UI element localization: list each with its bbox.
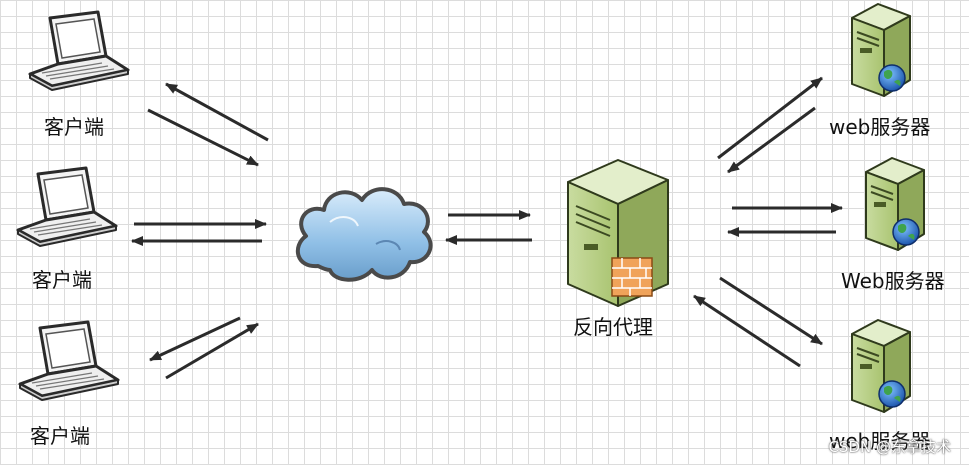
arrow-server3-to-proxy — [693, 294, 801, 368]
web-server-1-icon — [851, 3, 911, 97]
web-server-3-label: web服务器 — [829, 429, 931, 453]
arrow-client3-to-cloud — [165, 322, 259, 380]
web-server-1-label: web服务器 — [829, 115, 931, 139]
arrow-proxy-to-server3 — [719, 276, 823, 346]
web-server-3-icon — [851, 319, 911, 413]
reverse-proxy-label: 反向代理 — [573, 315, 653, 339]
web-server-2-label: Web服务器 — [841, 269, 945, 293]
watermark: CSDN @东拿技术 — [828, 438, 951, 456]
client-1-laptop-icon — [28, 10, 130, 92]
arrow-cloud-to-client3 — [149, 316, 241, 362]
arrow-server1-to-proxy — [727, 106, 816, 174]
client-2-laptop-icon — [16, 166, 118, 248]
internet-cloud-icon — [295, 187, 433, 282]
arrow-client1-to-cloud — [147, 108, 259, 167]
client-3-laptop-icon — [18, 320, 120, 402]
client-3-label: 客户端 — [30, 424, 90, 448]
arrow-cloud-to-client1 — [165, 82, 269, 142]
client-1-label: 客户端 — [44, 115, 104, 139]
firewall-icon — [611, 257, 653, 297]
client-2-label: 客户端 — [32, 268, 92, 292]
reverse-proxy-server-icon — [567, 159, 669, 307]
web-server-2-icon — [865, 157, 925, 251]
arrow-proxy-to-server1 — [717, 76, 823, 160]
